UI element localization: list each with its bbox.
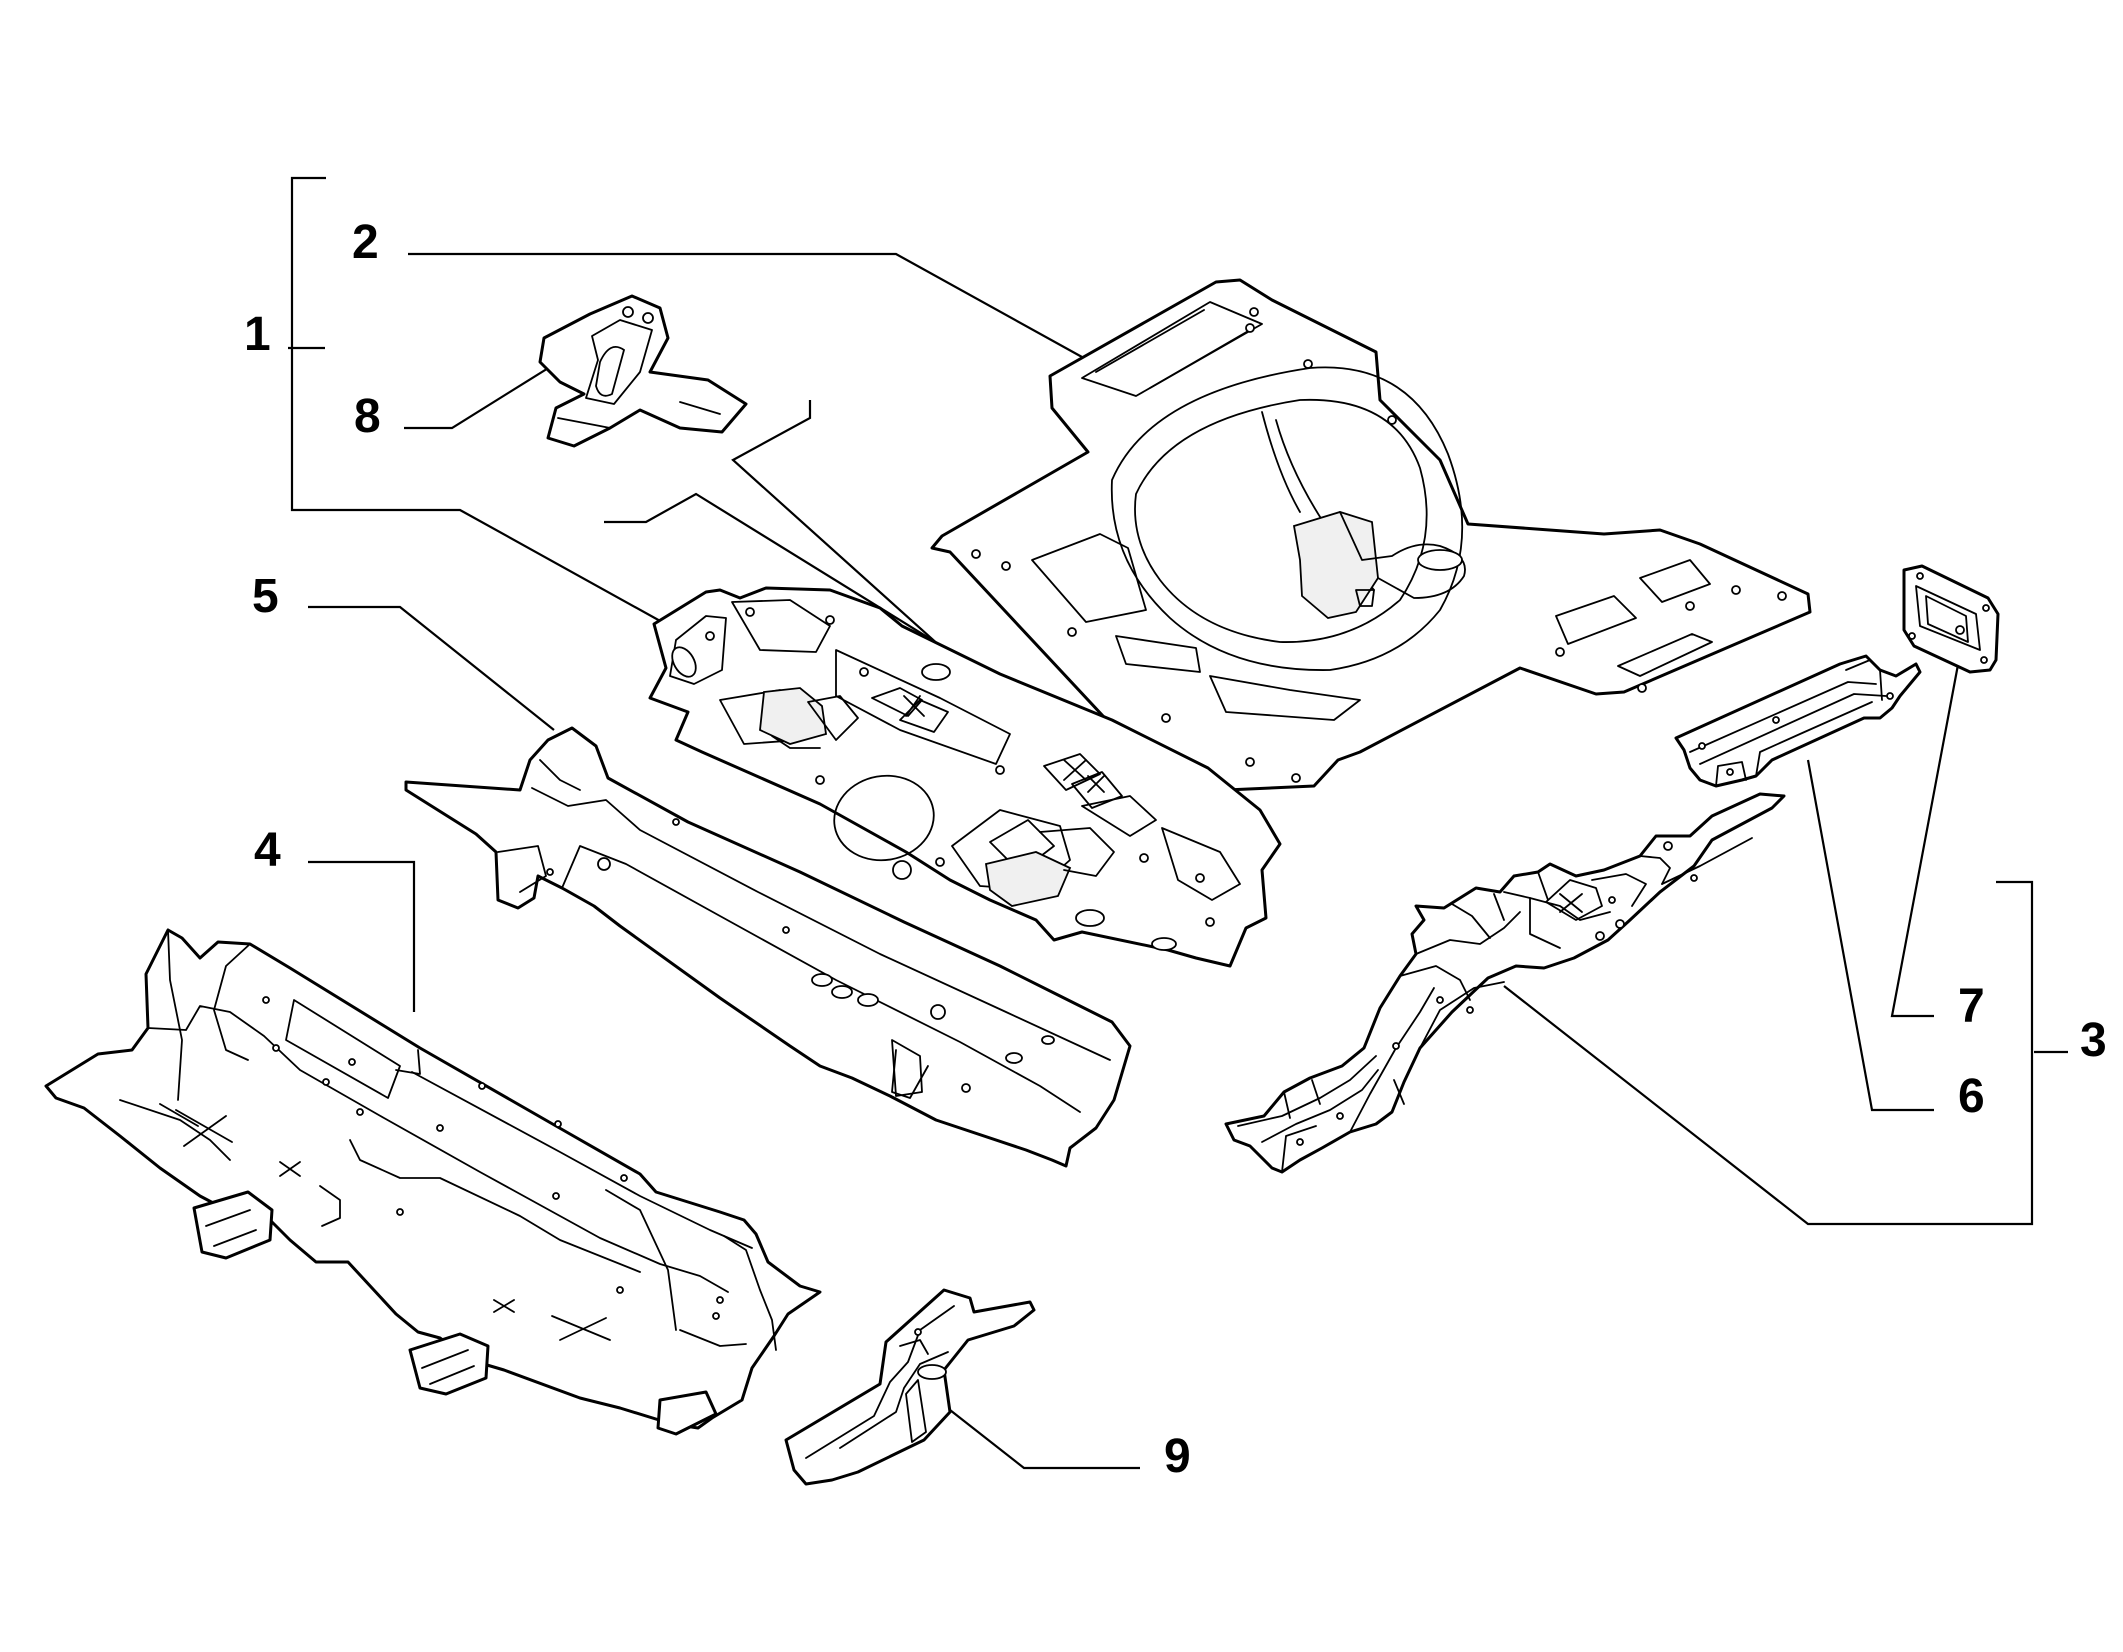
callout-9: 9 xyxy=(1164,1430,1191,1483)
callout-6: 6 xyxy=(1958,1070,1985,1123)
leader-8 xyxy=(404,361,559,430)
callout-7: 7 xyxy=(1958,980,1985,1033)
part-3-side-rail xyxy=(1224,792,1786,1174)
part-1-floor-panel xyxy=(648,586,1282,968)
callout-1: 1 xyxy=(244,308,271,361)
leader-9 xyxy=(949,1409,1140,1470)
part-9-rail xyxy=(784,1288,1036,1486)
part-8-bracket xyxy=(538,294,748,448)
leader-lines xyxy=(288,176,2068,1470)
leader-7 xyxy=(1890,653,1962,1018)
leader-6 xyxy=(1806,759,1934,1112)
callout-8: 8 xyxy=(354,390,381,443)
leader-1 xyxy=(326,508,663,623)
leader-2 xyxy=(408,252,1083,358)
part-7-plate xyxy=(1902,564,2000,674)
callout-5: 5 xyxy=(252,570,279,623)
leader-3 xyxy=(1503,985,1996,1226)
callout-3: 3 xyxy=(2080,1014,2107,1067)
leader-panel-detail-a xyxy=(731,400,1021,719)
callout-4: 4 xyxy=(254,824,281,877)
part-5-cross-member xyxy=(404,726,1132,1168)
leader-5 xyxy=(308,605,555,731)
leader-4 xyxy=(308,860,416,1012)
leader-panel-detail-b xyxy=(604,492,1001,683)
part-6-rail-extension xyxy=(1674,654,1922,788)
leader-1-bracket xyxy=(290,176,326,512)
part-4-rear-seat-member xyxy=(44,928,822,1436)
leader-3-bracket xyxy=(1996,880,2034,1226)
part-2-trunk-floor xyxy=(930,278,1812,792)
callout-2: 2 xyxy=(352,216,379,269)
